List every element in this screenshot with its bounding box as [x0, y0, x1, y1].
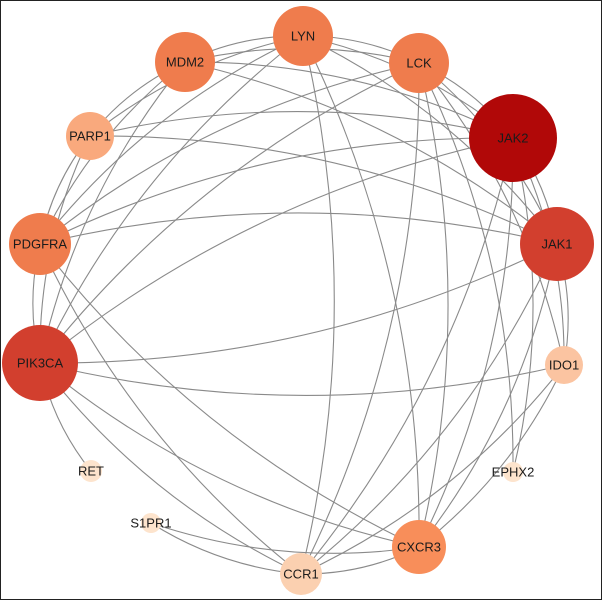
node-mdm2-circle [155, 32, 215, 92]
node-s1pr1-label: S1PR1 [130, 516, 171, 531]
edge-jak2-ccr1 [300, 137, 514, 575]
edge-jak1-ccr1 [300, 243, 558, 575]
edge-pdgfra-cxcr3 [39, 243, 420, 548]
edge-jak2-cxcr3 [418, 137, 514, 548]
node-pdgfra-circle [9, 213, 71, 275]
edge-jak2-ephx2 [512, 137, 534, 473]
edge-lyn-pdgfra [39, 35, 304, 245]
edge-lyn-cxcr3 [302, 35, 420, 548]
node-ccr1: CCR1 [280, 553, 322, 595]
edge-lyn-jak1 [302, 35, 558, 245]
node-jak2-circle [469, 94, 557, 182]
node-lck: LCK [389, 33, 449, 93]
node-jak2: JAK2 [469, 94, 557, 182]
node-ido1: IDO1 [545, 346, 583, 384]
node-cxcr3: CXCR3 [392, 520, 446, 574]
edge-lck-cxcr3 [418, 62, 449, 548]
edge-s1pr1-cxcr3 [150, 522, 420, 554]
node-ret-circle [80, 460, 102, 482]
edge-mdm2-pik3ca [39, 61, 186, 364]
node-lyn-circle [273, 6, 333, 66]
node-ccr1-label: CCR1 [283, 567, 318, 582]
edge-jak2-pik3ca [39, 137, 514, 364]
node-lyn: LYN [273, 6, 333, 66]
edge-pik3ca-ido1 [39, 362, 565, 396]
node-s1pr1: S1PR1 [130, 513, 172, 533]
edge-lck-pdgfra [39, 62, 420, 245]
node-lyn-label: LYN [291, 29, 315, 44]
edge-jak2-pdgfra [39, 137, 514, 245]
node-jak1: JAK1 [520, 207, 594, 281]
edge-pik3ca-ccr1 [39, 362, 302, 575]
node-ido1-label: IDO1 [549, 358, 579, 373]
node-lck-label: LCK [406, 56, 432, 71]
edge-jak1-cxcr3 [418, 243, 558, 548]
edge-pik3ca-cxcr3 [39, 362, 420, 548]
node-pdgfra: PDGFRA [9, 213, 71, 275]
edge-lyn-pik3ca [39, 35, 304, 364]
node-cxcr3-circle [392, 520, 446, 574]
node-pdgfra-label: PDGFRA [13, 237, 68, 252]
edge-jak1-pik3ca [39, 243, 558, 364]
node-ret: RET [78, 460, 104, 482]
node-jak1-label: JAK1 [541, 237, 572, 252]
node-cxcr3-label: CXCR3 [397, 540, 441, 555]
edge-pdgfra-ccr1 [39, 243, 302, 575]
node-pik3ca: PIK3CA [2, 325, 78, 401]
node-jak1-circle [520, 207, 594, 281]
edge-lck-ephx2 [418, 62, 514, 473]
node-ret-label: RET [78, 464, 104, 479]
edge-lck-pik3ca [39, 62, 420, 364]
edge-lyn-ccr1 [300, 35, 335, 575]
edge-mdm2-jak2 [184, 61, 514, 139]
node-parp1: PARP1 [66, 112, 114, 160]
node-ephx2-label: EPHX2 [492, 465, 535, 480]
edge-pdgfra-jak1 [39, 212, 558, 245]
node-parp1-circle [66, 112, 114, 160]
edge-lck-ido1 [418, 62, 565, 366]
node-ido1-circle [545, 346, 583, 384]
node-parp1-label: PARP1 [69, 129, 111, 144]
node-pik3ca-label: PIK3CA [17, 356, 64, 371]
node-ccr1-circle [280, 553, 322, 595]
edge-ido1-cxcr3 [418, 364, 565, 548]
node-mdm2-label: MDM2 [166, 55, 204, 70]
node-s1pr1-circle [141, 513, 161, 533]
edge-parp1-jak2 [89, 111, 514, 139]
node-ephx2: EPHX2 [492, 462, 535, 482]
node-ephx2-circle [503, 462, 523, 482]
node-lck-circle [389, 33, 449, 93]
node-pik3ca-circle [2, 325, 78, 401]
node-mdm2: MDM2 [155, 32, 215, 92]
edge-lck-ccr1 [300, 62, 420, 575]
node-jak2-label: JAK2 [497, 131, 528, 146]
edge-parp1-jak1 [89, 135, 558, 245]
